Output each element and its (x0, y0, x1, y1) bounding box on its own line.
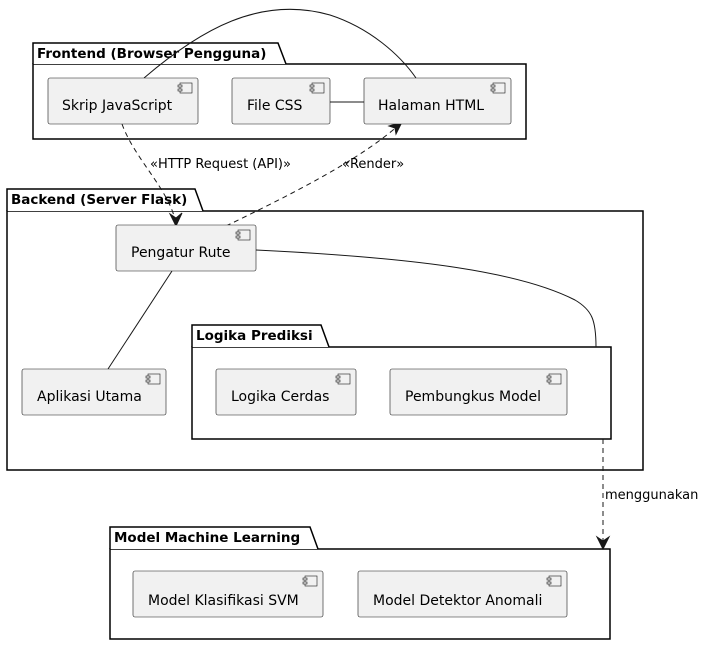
component-icon (546, 373, 562, 385)
component-label: File CSS (247, 98, 303, 114)
package-ml-title: Model Machine Learning (114, 530, 300, 546)
component-icon (177, 82, 193, 94)
component-label: Halaman HTML (378, 98, 484, 114)
component-skrip-javascript: Skrip JavaScript (47, 77, 199, 125)
component-icon (302, 575, 318, 587)
package-prediction-title: Logika Prediksi (196, 328, 313, 344)
edge-js-html (143, 8, 417, 79)
component-logika-cerdas: Logika Cerdas (215, 368, 357, 416)
component-label: Pengatur Rute (131, 245, 231, 261)
component-halaman-html: Halaman HTML (363, 77, 512, 125)
component-icon (145, 373, 161, 385)
edge-http-label: «HTTP Request (API)» (150, 157, 291, 172)
component-pengatur-rute: Pengatur Rute (115, 224, 257, 272)
component-icon (335, 373, 351, 385)
component-aplikasi-utama: Aplikasi Utama (21, 368, 167, 416)
component-icon (235, 229, 251, 241)
component-label: Model Detektor Anomali (373, 593, 542, 609)
edge-http-arrowhead (168, 212, 183, 228)
edge-http-request (121, 123, 177, 225)
edge-router-app (107, 270, 173, 370)
component-icon (490, 82, 506, 94)
component-label: Model Klasifikasi SVM (148, 593, 299, 609)
edge-uses-label: menggunakan (605, 488, 698, 503)
component-file-css: File CSS (231, 77, 331, 125)
component-label: Aplikasi Utama (37, 389, 142, 405)
component-label: Pembungkus Model (405, 389, 541, 405)
component-label: Skrip JavaScript (62, 98, 173, 114)
package-frontend-title: Frontend (Browser Pengguna) (37, 46, 266, 62)
edge-render-arrowhead (387, 121, 403, 136)
edge-render-label: «Render» (342, 157, 404, 172)
edge-uses-arrowhead (595, 535, 611, 551)
edge-router-prediction (255, 249, 597, 348)
package-backend-title: Backend (Server Flask) (11, 192, 187, 208)
component-model-klasifikasi-svm: Model Klasifikasi SVM (132, 570, 324, 618)
component-label: Logika Cerdas (231, 389, 329, 405)
component-pembungkus-model: Pembungkus Model (389, 368, 568, 416)
component-icon (309, 82, 325, 94)
edge-render (225, 123, 401, 227)
component-icon (546, 575, 562, 587)
component-model-detektor-anomali: Model Detektor Anomali (357, 570, 568, 618)
